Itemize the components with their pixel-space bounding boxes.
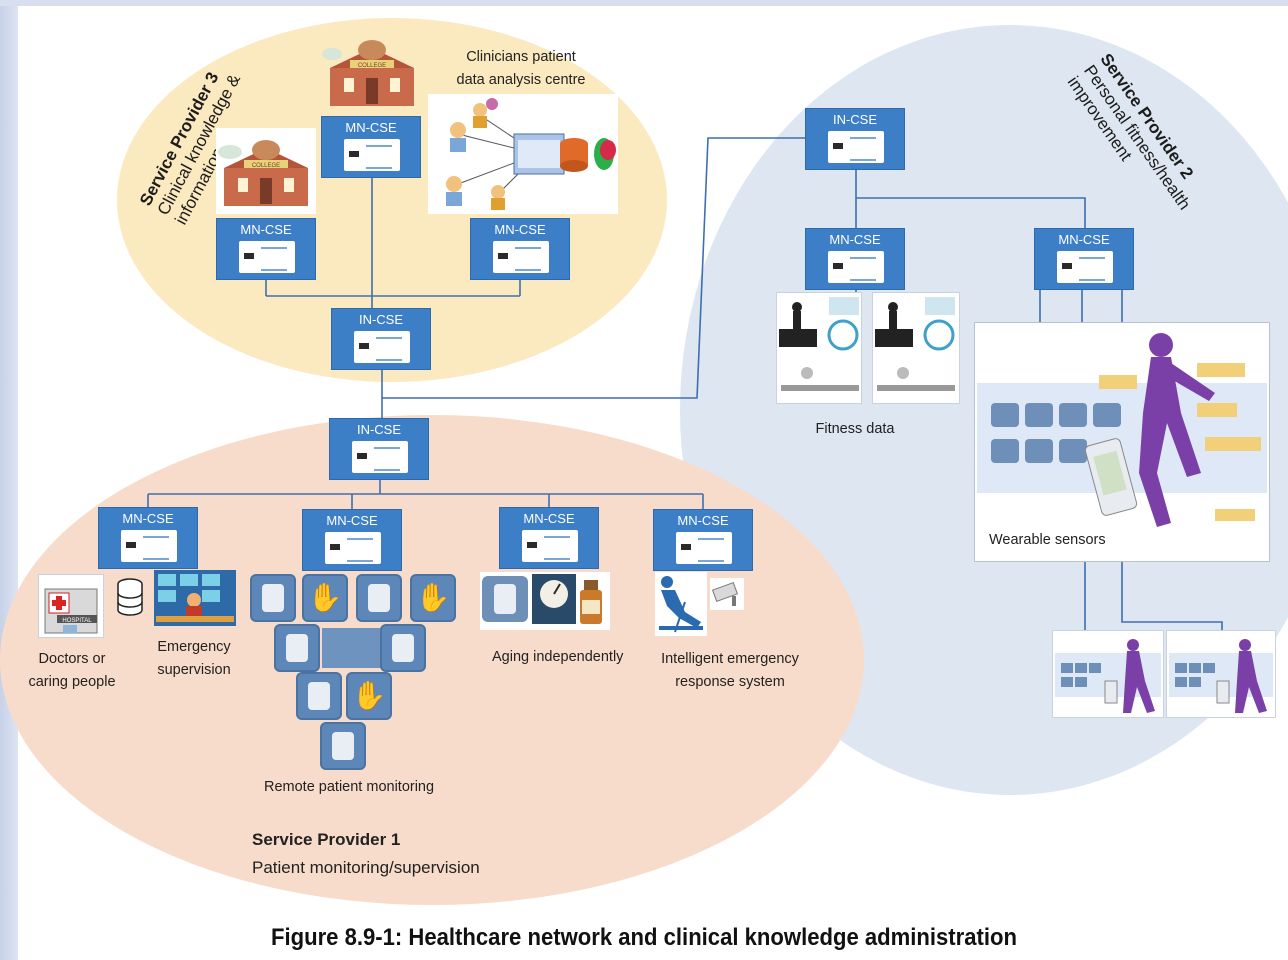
college-building-icon: COLLEGE [322, 40, 414, 106]
sp1-in-cse: IN-CSE [329, 418, 429, 480]
blood-pressure-monitor-icon [320, 722, 366, 770]
control-room-image [154, 570, 236, 626]
wearable-image-small-1 [1052, 630, 1164, 718]
blood-pressure-monitor-icon [296, 672, 342, 720]
node-diagram-icon [325, 532, 381, 564]
device-connector [322, 628, 382, 668]
wearable-sensors-label: Wearable sensors [989, 532, 1106, 548]
blood-pressure-monitor-icon [274, 624, 320, 672]
blood-pressure-monitor-icon [356, 574, 402, 622]
treadmill-icon [875, 302, 913, 347]
sp1-label: Service Provider 1 Patient monitoring/su… [252, 826, 480, 882]
camera-image [710, 578, 744, 610]
rowing-machine-icon [877, 367, 955, 391]
runner-silhouette-icon [1139, 333, 1215, 527]
node-diagram-icon [1057, 251, 1113, 283]
hospital-image: HOSPITAL [38, 574, 104, 638]
wearable-sensors-image: Wearable sensors [974, 322, 1270, 562]
college-sign-left: COLLEGE [252, 163, 280, 169]
node-diagram-icon [676, 532, 732, 564]
sp1-mn-cse-remote: MN-CSE [302, 509, 402, 571]
aging-label: Aging independently [492, 649, 624, 665]
blood-pressure-monitor-icon [380, 624, 426, 672]
fall-alert-icon [659, 576, 703, 633]
node-diagram-icon [239, 241, 295, 273]
blood-pressure-monitor-icon [250, 574, 296, 622]
analysis-centre-image [428, 94, 618, 214]
sp1-line1: Patient monitoring/supervision [252, 858, 480, 877]
analysis-network-icon [446, 98, 616, 210]
node-diagram-icon [352, 441, 408, 473]
doctors-label: Doctors or caring people [28, 651, 116, 690]
smartphone-icon [1084, 438, 1138, 516]
control-room-icon [156, 574, 234, 622]
college-image-left: COLLEGE [216, 128, 316, 214]
camera-icon [711, 581, 739, 606]
sp3-mn-cse-left: MN-CSE [216, 218, 316, 280]
medicine-bottle-icon [580, 580, 602, 624]
sp3-mn-cse-top: MN-CSE [321, 116, 421, 178]
figure-caption: Figure 8.9-1: Healthcare network and cli… [270, 924, 1018, 951]
fitness-equipment-image-2 [872, 292, 960, 404]
node-diagram-icon [522, 530, 578, 562]
sp1-title: Service Provider 1 [252, 830, 401, 849]
iers-label: Intelligent emergency response system [661, 651, 799, 690]
sp1-mn-cse-iers: MN-CSE [653, 509, 753, 571]
exercise-bike-icon [827, 297, 859, 351]
node-diagram-icon [121, 530, 177, 562]
college-image-top: COLLEGE [322, 34, 422, 114]
treadmill-icon [779, 302, 817, 347]
node-diagram-icon [828, 251, 884, 283]
exercise-bike-icon [923, 297, 955, 351]
emergency-label: Emergency supervision [157, 639, 231, 678]
sp1-region [0, 415, 864, 905]
college-sign-top: COLLEGE [358, 63, 386, 69]
sp2-mn-cse-wearable: MN-CSE [1034, 228, 1134, 290]
aging-devices-image [480, 572, 610, 630]
sp2-mn-cse-fitness: MN-CSE [805, 228, 905, 290]
sp3-in-cse: IN-CSE [331, 308, 431, 370]
database-icon [116, 578, 144, 616]
fall-alert-image [655, 572, 707, 636]
hand-sensor-icon: ✋ [302, 574, 348, 622]
sp1-mn-cse-doctors: MN-CSE [98, 507, 198, 569]
node-diagram-icon [344, 139, 400, 171]
connectors [147, 137, 1223, 630]
rowing-machine-icon [781, 367, 859, 391]
fitness-data-label: Fitness data [815, 421, 895, 437]
remote-monitoring-label: Remote patient monitoring [264, 779, 435, 795]
node-diagram-icon [354, 331, 410, 363]
wearable-image-small-2 [1166, 630, 1276, 718]
hand-sensor-icon: ✋ [410, 574, 456, 622]
sp1-mn-cse-aging: MN-CSE [499, 507, 599, 569]
hand-sensor-icon: ✋ [346, 672, 392, 720]
hospital-building-icon: HOSPITAL [44, 588, 98, 634]
clinicians-label: Clinicians patient data analysis centre [456, 49, 586, 88]
node-diagram-icon [828, 131, 884, 163]
college-building-icon: COLLEGE [218, 140, 308, 206]
fitness-equipment-image-1 [776, 292, 862, 404]
sp2-in-cse: IN-CSE [805, 108, 905, 170]
sp3-mn-cse-right: MN-CSE [470, 218, 570, 280]
node-diagram-icon [493, 241, 549, 273]
page-edge-top [0, 0, 1288, 6]
sensor-devices-row [991, 403, 1121, 463]
hospital-sign: HOSPITAL [62, 618, 92, 624]
